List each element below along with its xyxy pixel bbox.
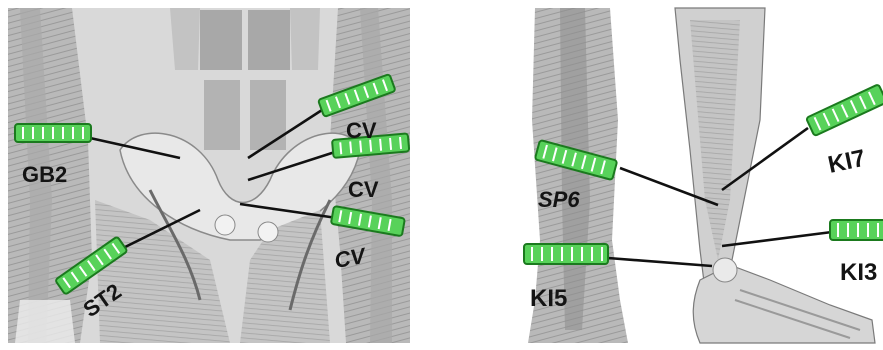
label-gb2: GB2	[22, 162, 67, 187]
electrode-pad-icon	[830, 220, 883, 240]
right-panel-leg	[517, 8, 883, 343]
label-cv-middle: CV	[348, 177, 379, 202]
label-sp6: SP6	[538, 187, 580, 212]
label-ki3: KI3	[840, 259, 877, 286]
label-ki5: KI5	[530, 285, 567, 312]
label-cv-top: CV	[346, 118, 377, 143]
electrode-pad-icon	[524, 244, 608, 264]
electrode-pad-icon	[15, 124, 91, 142]
